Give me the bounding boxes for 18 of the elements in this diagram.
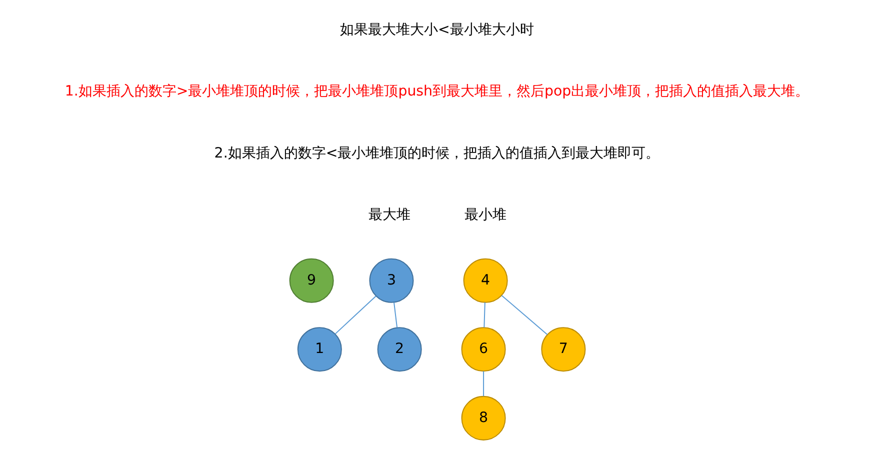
connector: [393, 302, 398, 328]
label: 最大堆: [368, 207, 410, 224]
node-circle: 4: [462, 258, 508, 303]
node-circle: 7: [540, 327, 586, 372]
label: 最小堆: [464, 207, 506, 224]
node-circle: 9: [288, 258, 334, 303]
node-circle: 3: [368, 258, 414, 303]
node-circle: 6: [460, 327, 506, 372]
connector: [500, 295, 548, 335]
node-circle: 8: [460, 396, 506, 440]
node-circle: 1: [296, 327, 342, 372]
label: 2.如果插入的数字<最小堆堆顶的时候，把插入的值插入到最大堆即可。: [214, 145, 660, 162]
connector: [483, 302, 485, 328]
connector: [334, 296, 376, 334]
connector: [482, 371, 484, 396]
label: 1.如果插入的数字>最小堆堆顶的时候，把最小堆堆顶push到最大堆里，然后pop出最小堆顶，把插入的值插入最大堆。: [64, 84, 809, 100]
label: 如果最大堆大小<最小堆大小时: [340, 22, 534, 38]
node-circle: 2: [376, 327, 422, 372]
